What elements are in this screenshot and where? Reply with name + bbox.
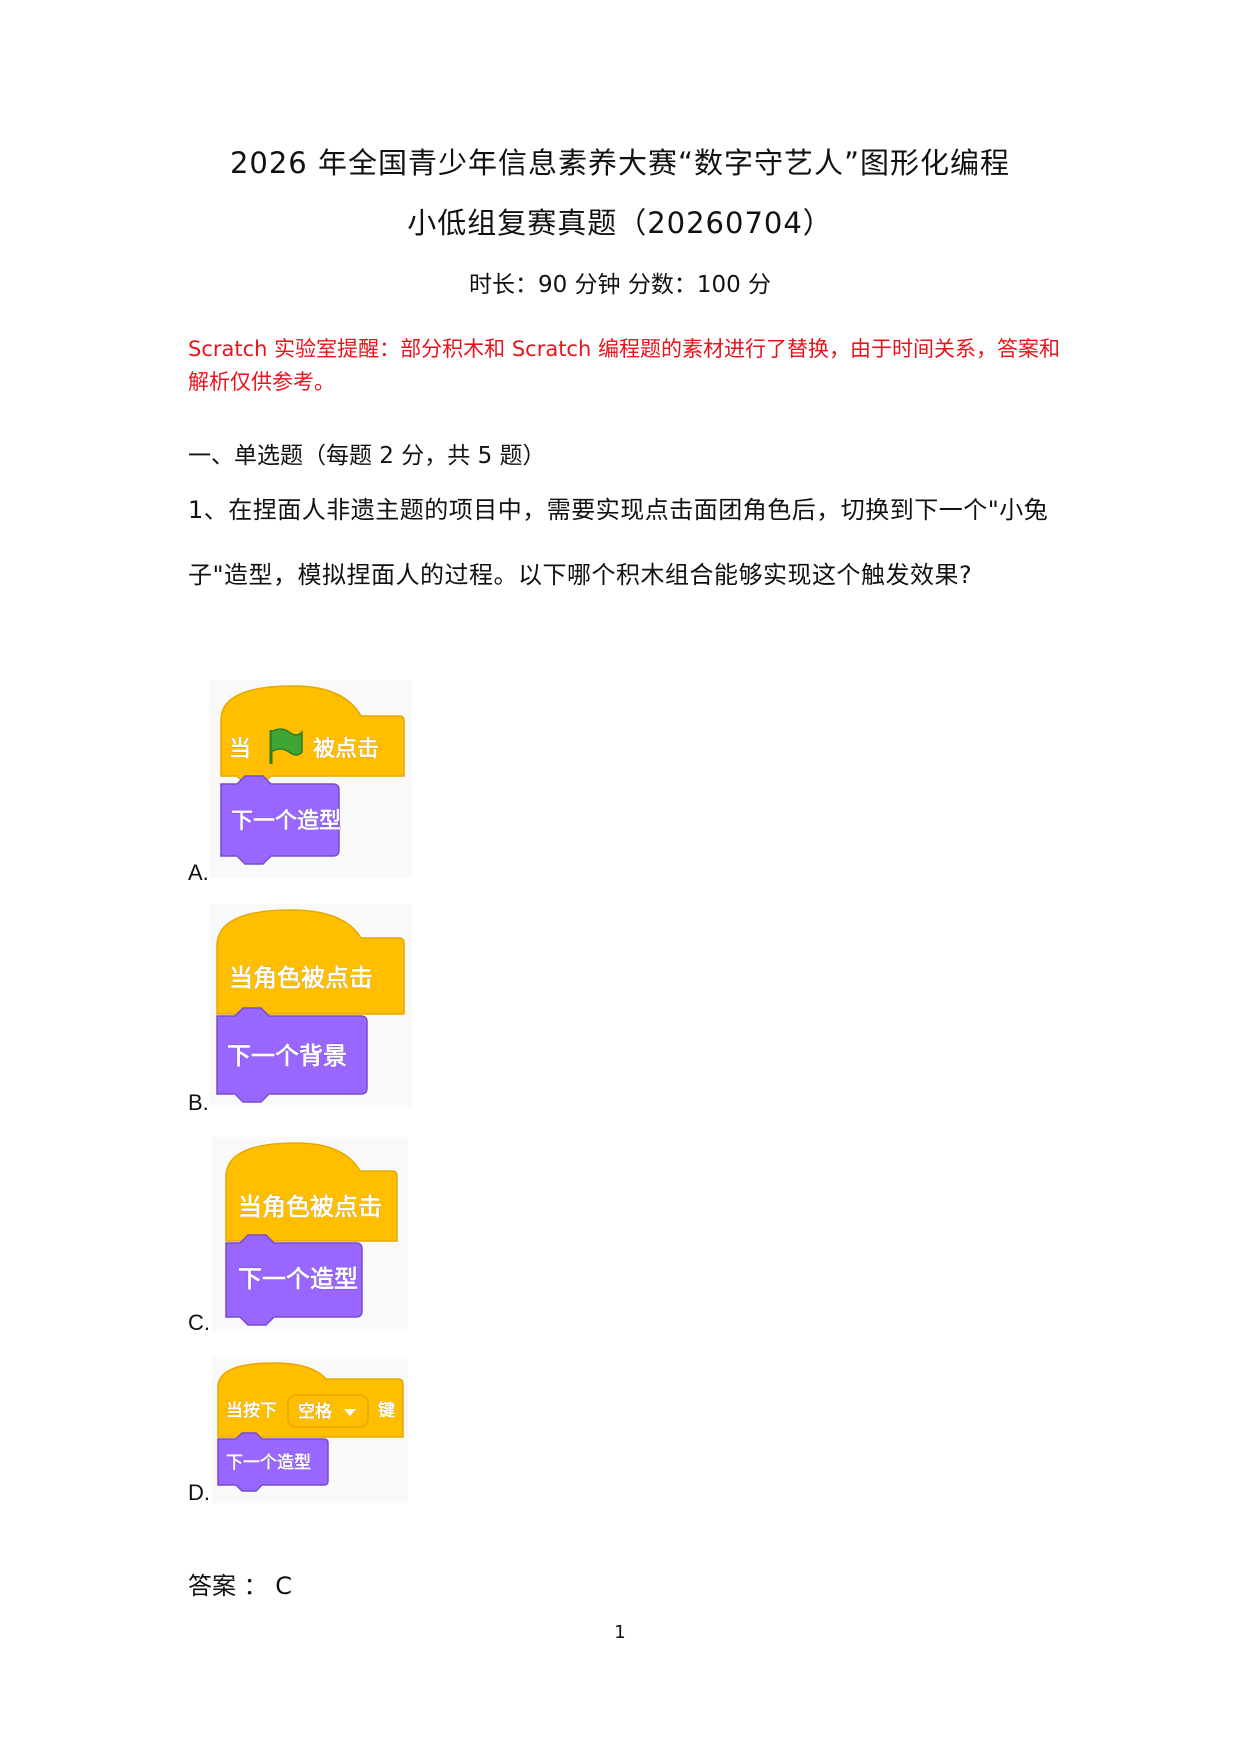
option-b-image[interactable]: 当角色被点击 下一个背景 <box>209 904 412 1107</box>
option-d-letter: D. <box>188 1480 210 1505</box>
chevron-down-icon <box>344 1409 356 1416</box>
option-a-hat-before: 当 <box>229 737 251 762</box>
question-1-text: 1、在捏面人非遗主题的项目中，需要实现点击面团角色后，切换到下一个"小兔子"造型… <box>188 496 1049 589</box>
option-c-stack-text: 下一个造型 <box>238 1265 358 1293</box>
key-dropdown <box>287 1394 369 1428</box>
option-b-letter: B. <box>188 1090 209 1115</box>
exam-meta: 时长：90 分钟 分数：100 分 <box>468 272 772 298</box>
option-c-letter: C. <box>188 1310 210 1335</box>
option-d-dropdown-text: 空格 <box>298 1401 333 1422</box>
page-number: 1 <box>614 1622 626 1643</box>
option-d-stack-text: 下一个造型 <box>226 1452 311 1473</box>
option-a-hat-after: 被点击 <box>313 736 379 762</box>
option-a-stack-text: 下一个造型 <box>231 809 341 834</box>
option-a-image[interactable]: 当 被点击 下一个造型 <box>209 680 412 878</box>
option-d-hat-after: 键 <box>378 1400 395 1421</box>
option-c-image[interactable]: 当角色被点击 下一个造型 <box>212 1137 408 1331</box>
page-subtitle: 小低组复赛真题（20260704） <box>407 206 833 240</box>
notice-text: Scratch 实验室提醒：部分积木和 Scratch 编程题的素材进行了替换，… <box>188 337 1060 394</box>
option-c-hat-text: 当角色被点击 <box>238 1193 382 1221</box>
section-title: 一、单选题（每题 2 分，共 5 题） <box>188 443 546 469</box>
option-d-hat-before: 当按下 <box>226 1400 277 1421</box>
green-flag-icon <box>269 728 303 764</box>
answer-text: 答案 ： C <box>188 1572 293 1600</box>
option-a-letter: A. <box>188 860 209 885</box>
option-b-stack-text: 下一个背景 <box>227 1042 347 1070</box>
option-b-hat-text: 当角色被点击 <box>229 964 373 992</box>
option-d-image[interactable]: 当按下 空格 键 下一个造型 <box>212 1357 408 1503</box>
page-title: 2026 年全国青少年信息素养大赛“数字守艺人”图形化编程 <box>229 146 1011 180</box>
